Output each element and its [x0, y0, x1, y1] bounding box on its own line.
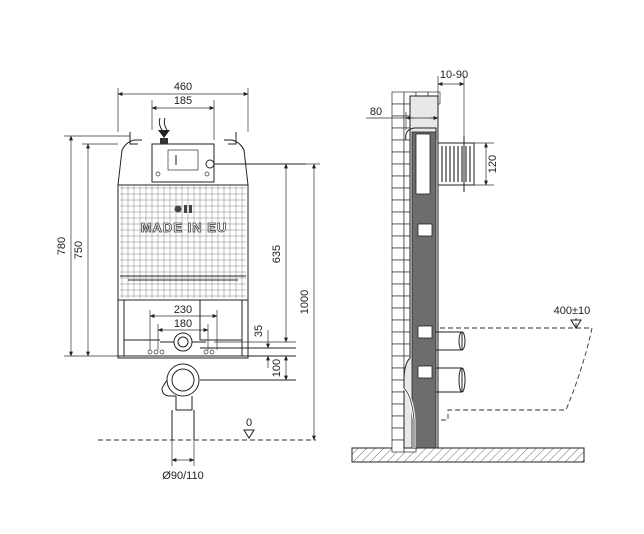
- floor-marker-icon: [243, 429, 255, 439]
- svg-text:80: 80: [370, 106, 382, 118]
- dim-635: 635: [214, 163, 296, 343]
- floor-hatch: [351, 447, 585, 463]
- svg-text:230: 230: [174, 304, 192, 316]
- svg-text:780: 780: [56, 237, 68, 255]
- dim-35: 35: [253, 325, 270, 368]
- svg-text:100: 100: [271, 359, 283, 377]
- side-view: 10-90 80 120 400±10: [351, 69, 593, 463]
- dim-180: 180: [157, 318, 209, 350]
- svg-text:120: 120: [487, 155, 499, 173]
- dim-780: 780: [56, 135, 130, 357]
- dim-100: 100: [271, 355, 288, 381]
- bowl-pipes: [436, 331, 466, 393]
- dim-230: 230: [149, 304, 218, 350]
- outlet-connector: [437, 136, 475, 192]
- svg-text:35: 35: [253, 325, 265, 337]
- svg-text:460: 460: [174, 81, 192, 93]
- svg-text:750: 750: [73, 241, 85, 259]
- svg-text:180: 180: [174, 318, 192, 330]
- side-frame: [402, 95, 439, 449]
- svg-text:Ø90/110: Ø90/110: [162, 470, 203, 482]
- svg-text:635: 635: [271, 245, 283, 263]
- svg-text:400±10: 400±10: [554, 305, 591, 317]
- dim-185: 185: [151, 95, 215, 140]
- dim-750: 750: [73, 143, 118, 357]
- dim-80: 80: [366, 106, 439, 130]
- dim-10-90: 10-90: [437, 69, 468, 140]
- svg-text:1000: 1000: [299, 290, 311, 314]
- drain-pipe: [161, 363, 200, 440]
- control-box: [151, 143, 306, 183]
- dim-bowl-height: 400±10: [554, 305, 591, 329]
- tank-grid: [120, 186, 246, 298]
- dim-pipe-diameter: Ø90/110: [162, 440, 204, 482]
- brand-logo-icon: [174, 205, 192, 213]
- svg-text:185: 185: [174, 95, 192, 107]
- water-inlet-icon: [158, 117, 170, 144]
- dim-460: 460: [117, 81, 249, 132]
- dim-1000: 1000: [299, 163, 320, 441]
- front-frame: [117, 132, 249, 359]
- flush-outlet: [160, 332, 206, 352]
- svg-text:10-90: 10-90: [440, 69, 468, 81]
- tank-marking: MADE IN EU: [141, 220, 228, 235]
- front-view: MADE IN EU: [56, 81, 320, 482]
- floor-level-label: 0: [246, 417, 252, 429]
- dim-120: 120: [474, 142, 499, 186]
